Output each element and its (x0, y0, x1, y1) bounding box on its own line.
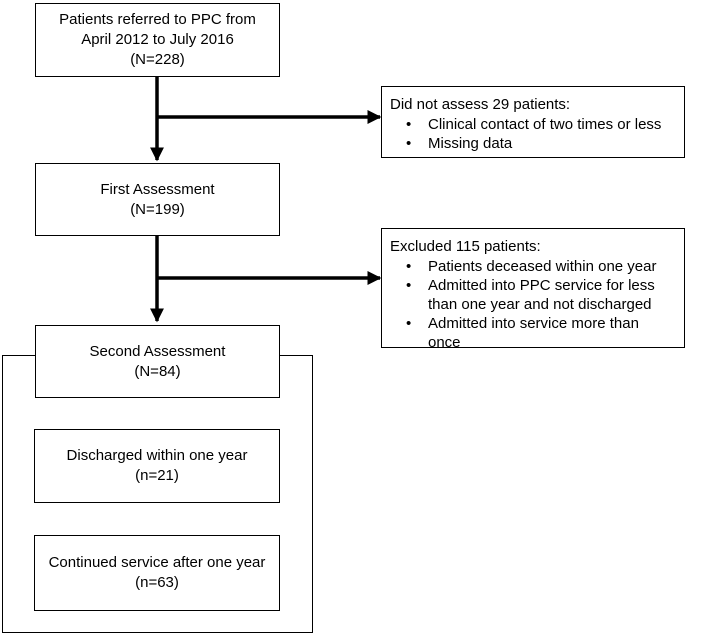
excluded-title: Excluded 115 patients: (390, 238, 541, 255)
not-assessed-list: Clinical contact of two times or less Mi… (390, 115, 674, 153)
not-assessed-item: Clinical contact of two times or less (406, 115, 674, 134)
continued-count: (n=63) (135, 574, 179, 591)
discharged-count: (n=21) (135, 467, 179, 484)
referred-count: (N=228) (130, 51, 185, 68)
discharged-box: Discharged within one year (n=21) (34, 429, 280, 503)
excluded-item: Admitted into PPC service for less than … (406, 276, 674, 314)
discharged-label: Discharged within one year (66, 447, 248, 464)
second-assessment-count: (N=84) (134, 362, 181, 380)
excluded-box: Excluded 115 patients: Patients deceased… (381, 228, 685, 351)
referred-line1: Patients referred to PPC from (59, 11, 256, 28)
second-assessment-box: Second Assessment (N=84) (35, 325, 280, 398)
first-assessment-box: First Assessment (N=199) (35, 163, 280, 236)
continued-box: Continued service after one year (n=63) (34, 535, 280, 611)
excluded-item: Patients deceased within one year (406, 257, 674, 276)
referred-line2: April 2012 to July 2016 (81, 31, 234, 48)
not-assessed-box: Did not assess 29 patients: Clinical con… (381, 86, 685, 158)
not-assessed-item: Missing data (406, 134, 674, 153)
first-assessment-count: (N=199) (130, 200, 185, 218)
second-assessment-label: Second Assessment (89, 342, 226, 360)
not-assessed-title: Did not assess 29 patients: (390, 96, 571, 113)
referred-box: Patients referred to PPC from April 2012… (35, 3, 280, 77)
first-assessment-label: First Assessment (100, 180, 215, 198)
continued-label: Continued service after one year (48, 554, 266, 571)
excluded-item: Admitted into service more than once (406, 314, 674, 352)
excluded-list: Patients deceased within one year Admitt… (390, 257, 674, 352)
